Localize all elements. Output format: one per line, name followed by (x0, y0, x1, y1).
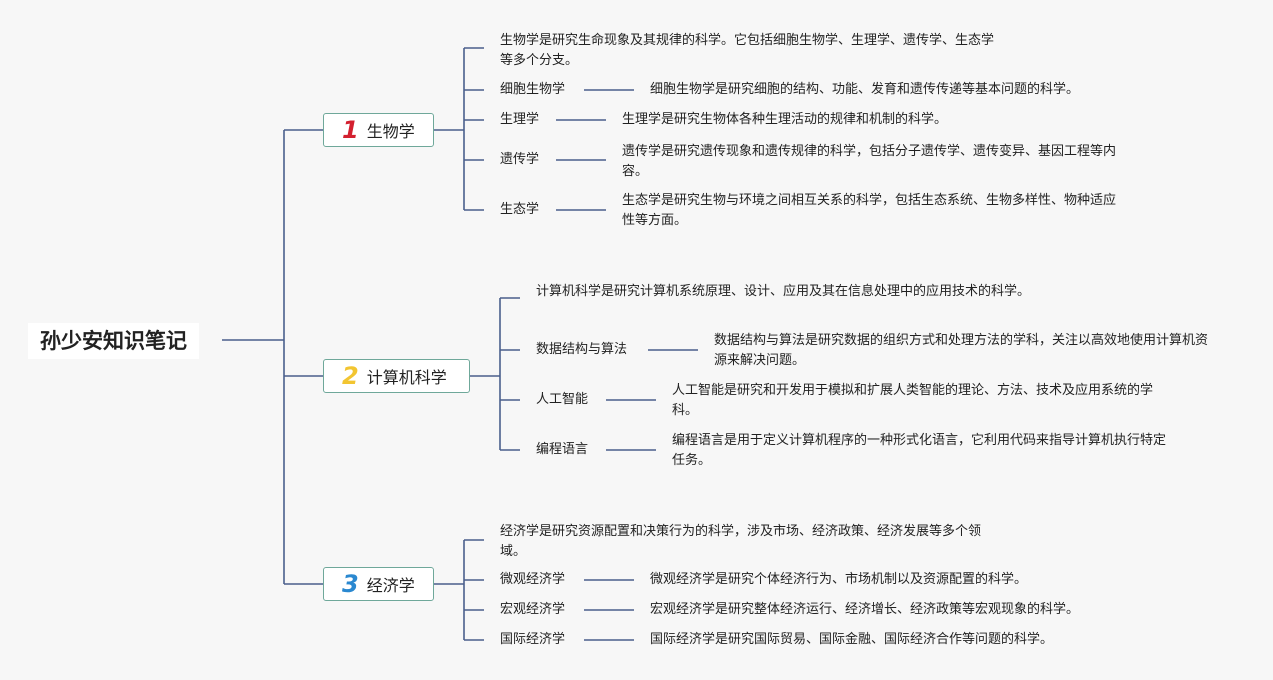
topic-description: 数据结构与算法是研究数据的组织方式和处理方法的学科，关注以高效地使用计算机资源来… (714, 333, 1209, 368)
branch-summary: 生物学是研究生命现象及其规律的科学。它包括细胞生物学、生理学、遗传学、生态学等多… (500, 33, 995, 68)
topic-label: 生理学 (500, 112, 540, 127)
topic-description: 生理学是研究生物体各种生理活动的规律和机制的科学。 (622, 112, 948, 127)
topic-label: 编程语言 (536, 442, 589, 457)
topic-label: 宏观经济学 (500, 602, 566, 617)
branch-label: 生物学 (366, 122, 415, 141)
branch-node-computer-science: 2 计算机科学 (323, 359, 470, 393)
branch-label: 计算机科学 (366, 368, 447, 387)
topic-description: 编程语言是用于定义计算机程序的一种形式化语言，它利用代码来指导计算机执行特定任务… (672, 433, 1167, 468)
number-badge-1: 1 (342, 116, 359, 144)
topic-description: 人工智能是研究和开发用于模拟和扩展人类智能的理论、方法、技术及应用系统的学科。 (672, 383, 1154, 418)
root-node: 孙少安知识笔记 (28, 323, 199, 359)
number-badge-3: 3 (342, 570, 359, 598)
topic-label: 细胞生物学 (500, 82, 566, 97)
branch-summary: 计算机科学是研究计算机系统原理、设计、应用及其在信息处理中的应用技术的科学。 (536, 284, 1031, 299)
branch-node-biology: 1 生物学 (323, 113, 434, 147)
topic-label: 生态学 (500, 202, 540, 217)
topic-description: 遗传学是研究遗传现象和遗传规律的科学，包括分子遗传学、遗传变异、基因工程等内容。 (622, 144, 1117, 179)
branch-label: 经济学 (366, 576, 415, 595)
topic-label: 遗传学 (500, 152, 540, 167)
branch-node-economics: 3 经济学 (323, 567, 434, 601)
topic-description: 细胞生物学是研究细胞的结构、功能、发育和遗传传递等基本问题的科学。 (650, 82, 1080, 97)
topic-label: 人工智能 (536, 392, 589, 407)
number-badge-2: 2 (342, 362, 359, 390)
topic-label: 数据结构与算法 (536, 342, 628, 357)
topic-label: 国际经济学 (500, 632, 566, 647)
topic-description: 宏观经济学是研究整体经济运行、经济增长、经济政策等宏观现象的科学。 (650, 602, 1080, 617)
branch-summary: 经济学是研究资源配置和决策行为的科学，涉及市场、经济政策、经济发展等多个领域。 (500, 524, 982, 559)
topic-label: 微观经济学 (500, 572, 566, 587)
topic-description: 生态学是研究生物与环境之间相互关系的科学，包括生态系统、生物多样性、物种适应性等… (622, 193, 1117, 228)
topic-description: 国际经济学是研究国际贸易、国际金融、国际经济合作等问题的科学。 (650, 632, 1054, 647)
topic-description: 微观经济学是研究个体经济行为、市场机制以及资源配置的科学。 (650, 572, 1028, 587)
